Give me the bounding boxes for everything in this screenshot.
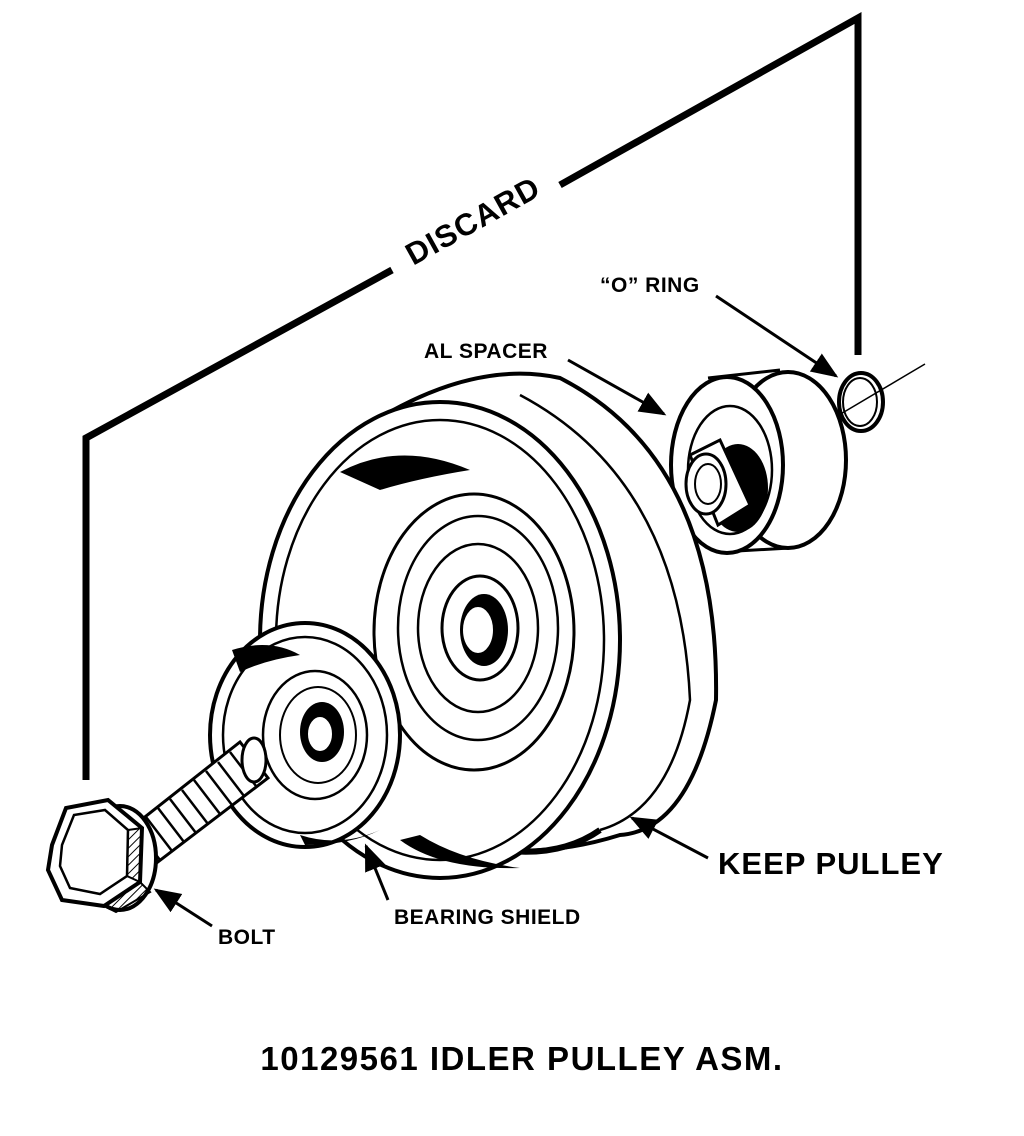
bearing-shield-label: BEARING SHIELD: [394, 906, 581, 929]
bolt-label: BOLT: [218, 926, 276, 949]
discard-label: DISCARD: [400, 170, 547, 272]
o-ring-part: [837, 371, 885, 433]
bearing-shield-part: [208, 621, 402, 849]
leader-lines: [153, 294, 839, 928]
keep-pulley-label: KEEP PULLEY: [718, 846, 944, 881]
o-ring-leader: [715, 294, 839, 378]
bolt-leader: [153, 888, 213, 928]
bolt-part: [45, 736, 271, 914]
keep-pulley-leader: [629, 816, 709, 860]
al-spacer-leader: [567, 358, 667, 416]
o-ring-label: “O” RING: [600, 274, 700, 297]
bearing-shield-leader: [364, 843, 390, 901]
pulley-part: [258, 371, 719, 880]
al-spacer-label: AL SPACER: [424, 340, 548, 363]
al-spacer-part: [669, 368, 848, 555]
figure-caption: 10129561 IDLER PULLEY ASM.: [260, 1040, 783, 1077]
